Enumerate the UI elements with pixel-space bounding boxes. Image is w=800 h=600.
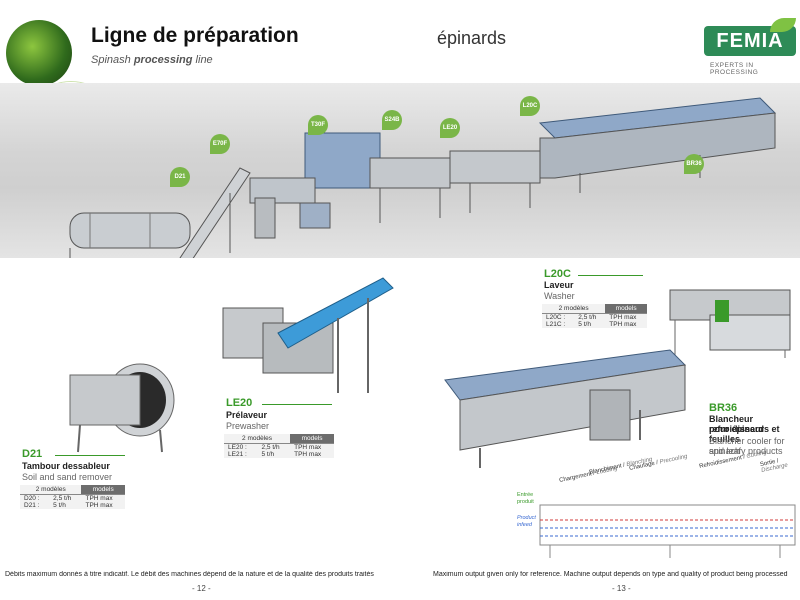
pin-l20c: L20C bbox=[520, 96, 540, 116]
footnote-right: Maximum output given only for reference.… bbox=[433, 571, 788, 578]
blancher-process-diagram bbox=[539, 504, 796, 558]
pin-e70f: E70F bbox=[210, 134, 230, 154]
pin-s24b: S24B bbox=[382, 110, 402, 130]
br36-name-line2: pour épinards et feuilles bbox=[709, 424, 780, 444]
prewasher-photo bbox=[222, 277, 394, 393]
le20-code: LE20 bbox=[226, 397, 253, 409]
drum-photo bbox=[69, 363, 175, 453]
d21-code: D21 bbox=[22, 448, 43, 460]
br36-english-line1: Blancher cooler for spinach bbox=[709, 436, 785, 456]
washer-photo bbox=[669, 289, 791, 358]
processing-line-illustration bbox=[69, 97, 777, 278]
logo-tagline: EXPERTS IN PROCESSING bbox=[710, 62, 759, 76]
logo-leaf-icon bbox=[770, 18, 796, 32]
l20c-divider bbox=[578, 275, 643, 276]
product-name: épinards bbox=[437, 28, 507, 48]
le20-divider bbox=[262, 404, 332, 405]
le20-name: Prélaveur bbox=[226, 410, 268, 420]
pin-d21: D21 bbox=[170, 167, 190, 187]
page-number-left: - 12 - bbox=[192, 584, 211, 593]
drum-machine-drawing bbox=[69, 212, 191, 278]
br36-name-line1: Blancheur refroidisseur bbox=[709, 414, 765, 434]
br36-code: BR36 bbox=[709, 402, 738, 414]
br36-english-line2: and leafy products bbox=[709, 446, 783, 456]
l20c-code: L20C bbox=[544, 268, 571, 280]
d21-english: Soil and sand remover bbox=[22, 472, 113, 482]
spinach-photo-top bbox=[6, 20, 72, 86]
pin-t30f: T30F bbox=[308, 115, 328, 135]
pin-le20: LE20 bbox=[440, 118, 460, 138]
page-number-right: - 13 - bbox=[612, 584, 631, 593]
d21-name: Tambour dessableur bbox=[22, 461, 110, 471]
pin-br36: BR36 bbox=[684, 154, 704, 174]
l20c-name: Laveur bbox=[544, 280, 574, 290]
le20-english: Prewasher bbox=[226, 421, 270, 431]
processing-line-banner bbox=[0, 83, 800, 278]
blancher-photo bbox=[444, 349, 687, 468]
footnote-left: Débits maximum donnés à titre indicatif.… bbox=[5, 571, 374, 578]
d21-divider bbox=[55, 455, 125, 456]
page-subtitle: Spinash processing line bbox=[91, 54, 213, 66]
page-title: Ligne de préparation bbox=[91, 24, 299, 47]
l20c-english: Washer bbox=[544, 291, 575, 301]
